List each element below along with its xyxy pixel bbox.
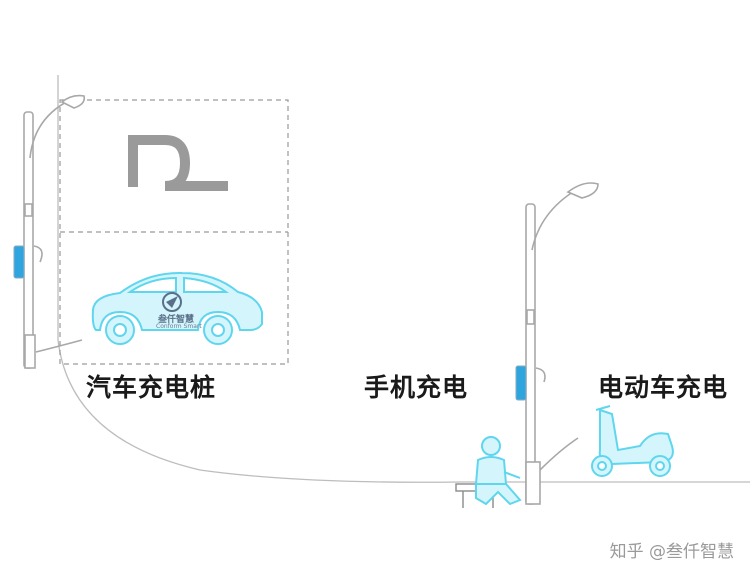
ground-line: [57, 75, 750, 483]
phone-charging-label: 手机充电: [364, 373, 469, 402]
charging-screen: [515, 365, 527, 401]
car-icon: [91, 271, 263, 345]
logo-subtitle: Conform Smart: [156, 323, 202, 330]
parking-p-icon: [128, 135, 228, 191]
street-lamp-icon: [525, 182, 599, 505]
charging-screen: [13, 245, 25, 279]
street-lamp-icon: [23, 94, 86, 369]
ebike-charging-label: 电动车充电: [598, 373, 729, 402]
watermark: 知乎 @叁仟智慧: [609, 542, 734, 562]
car-charging-label: 汽车充电桩: [86, 373, 217, 402]
scooter-icon: [591, 405, 674, 477]
logo-name: 叁仟智慧: [158, 315, 195, 325]
logo-icon: [162, 292, 182, 312]
parking-area: [59, 99, 289, 365]
person-icon: [474, 436, 522, 506]
